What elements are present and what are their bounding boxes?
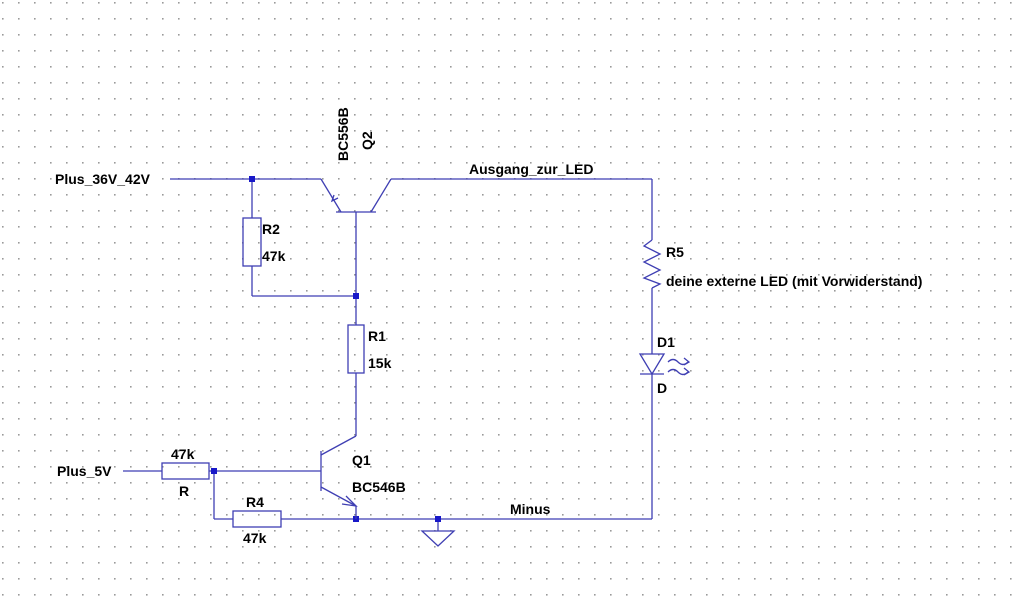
junction-dot [353, 293, 359, 299]
r5-value-label: deine externe LED (mit Vorwiderstand) [666, 273, 922, 289]
net-label-ausgang-zur-led[interactable]: Ausgang_zur_LED [469, 161, 593, 177]
d1-name-label: D1 [657, 334, 675, 350]
ground-icon[interactable] [420, 530, 456, 547]
r4-value-label: 47k [243, 530, 267, 546]
junction-dot [249, 176, 255, 182]
r1-name-label: R1 [368, 328, 386, 344]
transistor-q1[interactable] [320, 435, 358, 519]
r2-name-label: R2 [262, 221, 280, 237]
d1-triangle [638, 353, 666, 376]
resistor-r2[interactable] [242, 217, 262, 267]
resistor-r[interactable] [161, 462, 210, 480]
resistor-r4[interactable] [232, 510, 282, 528]
resistor-r1[interactable] [347, 324, 365, 374]
d1-value-label: D [657, 380, 667, 396]
junction-dot [211, 468, 217, 474]
r4-name-label: R4 [246, 494, 264, 510]
q2-emitter-arrow [330, 194, 339, 203]
junction-dot [435, 516, 441, 522]
resistor-r5[interactable] [642, 239, 662, 289]
net-label-minus[interactable]: Minus [510, 501, 551, 517]
net-label-plus-5v[interactable]: Plus_5V [57, 463, 112, 479]
q2-name-label: Q2 [359, 131, 375, 150]
wires [123, 178, 653, 531]
q2-model-label: BC556B [335, 107, 351, 161]
q1-emitter-leg [320, 486, 357, 507]
net-label-plus-36v-42v[interactable]: Plus_36V_42V [55, 171, 151, 187]
q1-model-label: BC546B [352, 479, 406, 495]
q1-collector-leg [320, 435, 357, 456]
r-value-label: 47k [171, 446, 195, 462]
r2-value-label: 47k [262, 248, 286, 264]
d1-light-arrow-icon [683, 357, 691, 366]
r-name-label: R [179, 483, 189, 499]
q2-collector-leg [370, 178, 392, 213]
led-d1[interactable] [638, 353, 691, 376]
r5-name-label: R5 [666, 244, 684, 260]
d1-light-arrow-icon [683, 367, 691, 376]
r1-value-label: 15k [368, 355, 392, 371]
q2-emitter-leg [320, 178, 342, 213]
transistor-q2[interactable] [320, 178, 392, 218]
q1-name-label: Q1 [352, 452, 371, 468]
